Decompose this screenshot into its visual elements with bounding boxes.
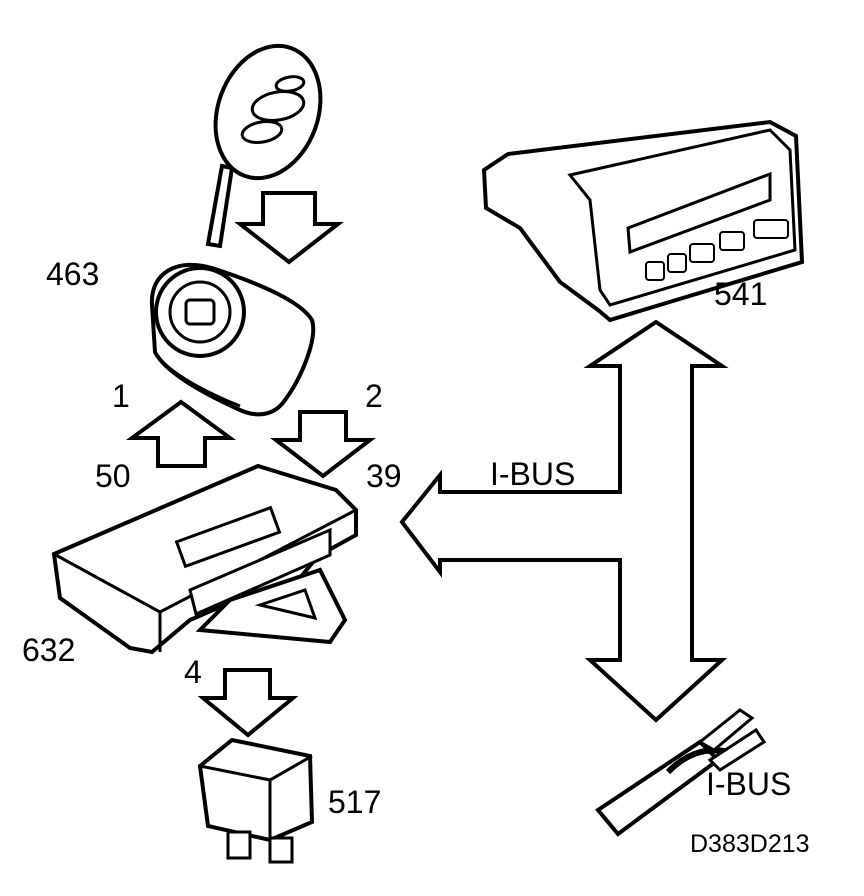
label-2: 2 (365, 378, 383, 414)
key-fob (205, 43, 323, 249)
label-39: 39 (366, 458, 402, 494)
label-632: 632 (22, 632, 76, 668)
label-4: 4 (184, 654, 202, 690)
ibus-cable (595, 708, 767, 837)
label-463: 463 (46, 256, 100, 292)
control-module (51, 463, 358, 655)
arrow-2-down (270, 410, 376, 479)
arrow-key-to-ignition (234, 191, 344, 265)
figure-code: D383D213 (690, 830, 810, 858)
arrow-4-down (197, 668, 299, 738)
label-541: 541 (714, 276, 768, 312)
label-ibus-cable: I-BUS (706, 766, 792, 802)
label-50: 50 (95, 458, 131, 494)
ignition-unit (149, 262, 316, 417)
relay (197, 737, 315, 864)
label-ibus-main: I-BUS (490, 456, 576, 492)
display-unit (481, 119, 805, 323)
label-1: 1 (112, 378, 130, 414)
label-517: 517 (328, 784, 382, 820)
ibus-arrow (399, 319, 729, 723)
arrow-1-up (125, 399, 237, 468)
